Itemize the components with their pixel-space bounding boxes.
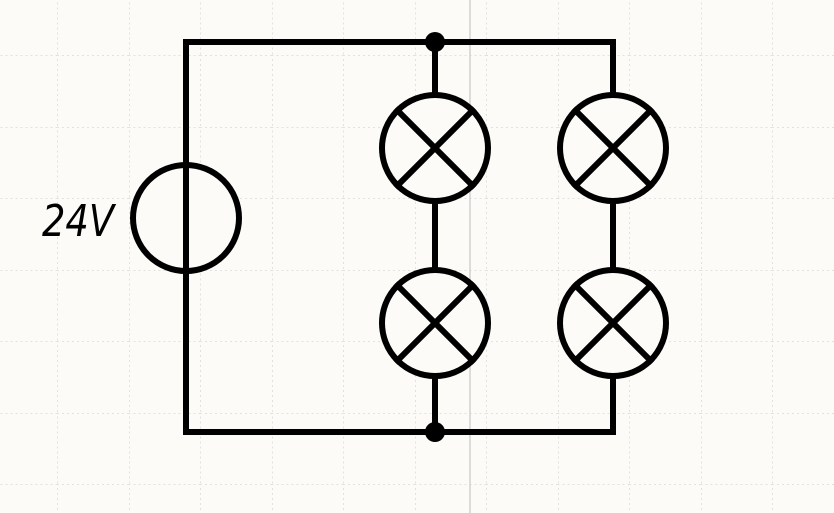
voltage-source-icon [130, 162, 242, 274]
lamp-icon [557, 92, 669, 204]
lamp-icon [557, 267, 669, 379]
lamp-icon [379, 92, 491, 204]
source-voltage-label: 24V [42, 196, 116, 247]
junction-dot-top [425, 32, 445, 52]
junction-dot-bottom [425, 422, 445, 442]
lamp-icon [379, 267, 491, 379]
